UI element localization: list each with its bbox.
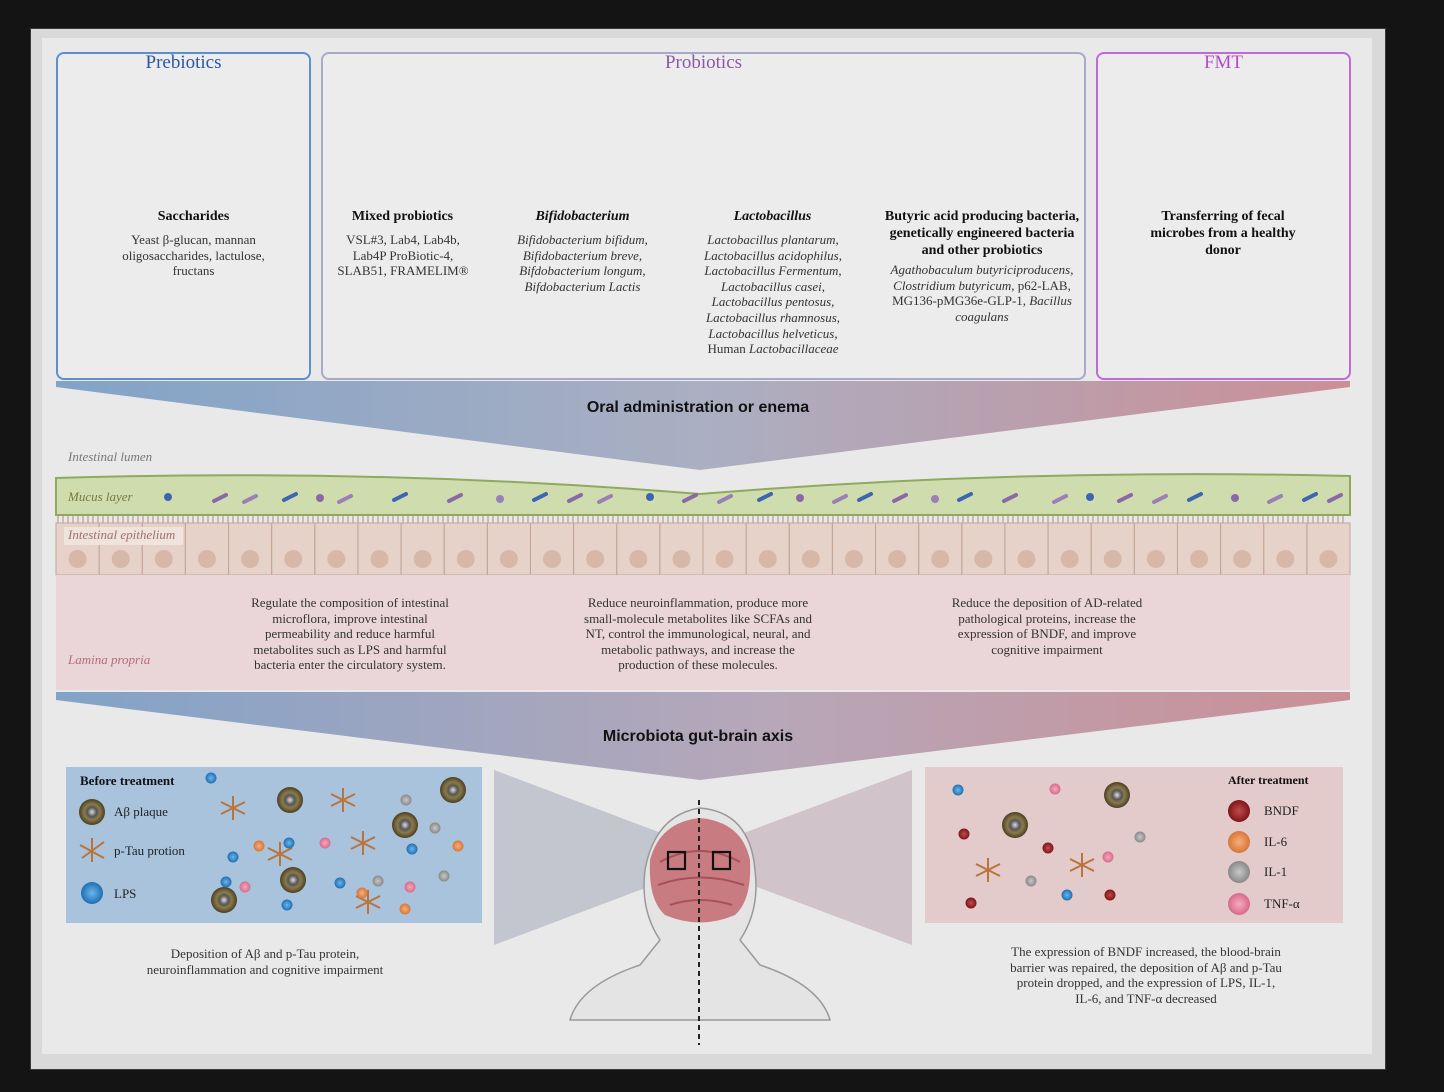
before-legend-ptau: p-Tau protion (114, 843, 185, 858)
ptau-marker (330, 788, 356, 812)
after-caption: The expression of BNDF increased, the bl… (1010, 944, 1282, 1006)
after-box (925, 767, 1343, 923)
cytokine-dot (399, 903, 411, 915)
fmt-heading: Transferring of fecal microbes from a he… (1150, 209, 1296, 258)
saccharides-desc: Yeast β-glucan, mannan oligosaccharides,… (122, 232, 265, 279)
route-label: Oral administration or enema (586, 399, 810, 416)
probiotics-box (321, 52, 1086, 380)
lactobacillus-desc: Lactobacillus plantarum, Lactobacillus a… (695, 232, 851, 357)
bifidobacterium-desc: Bifidobacterium bifidum, Bifidobacterium… (517, 232, 648, 294)
before-legend-plaque: Aβ plaque (114, 804, 168, 819)
prebiotics-title: Prebiotics (145, 52, 222, 73)
cytokine-dot (400, 794, 412, 806)
ptau-marker (1069, 853, 1095, 877)
cytokine-dot (438, 870, 450, 882)
cytokine-dot (372, 875, 384, 887)
head-illustration (569, 800, 831, 1045)
plaque-marker (1002, 812, 1028, 838)
cytokine-dot (958, 828, 970, 840)
cytokine-dot (404, 881, 416, 893)
route-funnel (56, 381, 1350, 470)
saccharides-heading: Saccharides (157, 209, 230, 224)
butyric-heading: Butyric acid producing bacteria, genetic… (884, 209, 1080, 258)
cytokine-dot (1025, 875, 1037, 887)
cytokine-dot (319, 837, 331, 849)
cytokine-dot (406, 843, 418, 855)
before-legend-lps: LPS (114, 886, 137, 901)
bifidobacterium-heading: Bifidobacterium (535, 209, 630, 224)
cytokine-dot (452, 840, 464, 852)
lactobacillus-tail-prefix: Human (707, 341, 749, 357)
cytokine-dot (205, 772, 217, 784)
after-legend-tnf: TNF-α (1264, 896, 1300, 911)
after-legend-bndf: BNDF (1264, 803, 1299, 818)
cytokine-dot (1104, 889, 1116, 901)
cytokine-dot (334, 877, 346, 889)
cytokine-dot (1061, 889, 1073, 901)
epithelium-label: Intestinal epithelium (64, 527, 184, 545)
lamina-propria-band (56, 575, 1350, 690)
prebiotics-box (56, 52, 311, 380)
plaque-marker (392, 812, 418, 838)
lactobacillus-heading: Lactobacillus (733, 209, 812, 224)
cytokine-dot (356, 887, 368, 899)
before-particles (205, 772, 466, 915)
effect-text-2: Reduce neuroinflammation, produce more s… (584, 595, 812, 673)
ptau-marker (220, 796, 246, 820)
zoom-cone-right (725, 770, 912, 945)
butyric-italic-1: Agathobaculum butyriciproducens, Clostri… (890, 262, 1074, 293)
plaque-marker (1104, 782, 1130, 808)
before-caption: Deposition of Aβ and p-Tau protein, neur… (146, 946, 384, 977)
fmt-title: FMT (1203, 52, 1244, 73)
probiotics-title: Probiotics (664, 52, 743, 73)
cytokine-dot (1042, 842, 1054, 854)
butyric-desc: Agathobaculum butyriciproducens, Clostri… (880, 262, 1084, 324)
mixed-probiotics-heading: Mixed probiotics (351, 209, 454, 224)
before-title: Before treatment (80, 773, 175, 788)
effect-text-1: Regulate the composition of intestinal m… (251, 595, 449, 673)
mucus-bacteria (164, 492, 1343, 504)
cytokine-dot (281, 899, 293, 911)
lumen-label: Intestinal lumen (68, 449, 153, 464)
after-legend-markers (1228, 800, 1250, 915)
ptau-marker (350, 831, 376, 855)
lamina-label: Lamina propria (68, 652, 151, 667)
cytokine-dot (1134, 831, 1146, 843)
mixed-probiotics-desc: VSL#3, Lab4, Lab4b, Lab4P ProBiotic-4, S… (337, 232, 469, 279)
mucus-layer-shape (55, 473, 1351, 516)
cytokine-dot (952, 784, 964, 796)
after-legend-il6: IL-6 (1264, 834, 1288, 849)
lactobacillus-tail-italic: Lactobacillaceae (749, 341, 839, 357)
cytokine-dot (1049, 783, 1061, 795)
cytokine-dot (1102, 851, 1114, 863)
plaque-marker (277, 787, 303, 813)
plaque-marker (211, 887, 237, 913)
butyric-plain: p62-LAB, MG136-pMG36e-GLP-1, (892, 277, 1071, 309)
after-particles (952, 782, 1146, 909)
cytokine-dot (239, 881, 251, 893)
ptau-marker (975, 858, 1001, 882)
before-legend-markers (79, 799, 105, 904)
fmt-box (1096, 52, 1351, 380)
lactobacillus-species: Lactobacillus plantarum, Lactobacillus a… (704, 232, 842, 341)
after-legend-il1: IL-1 (1264, 864, 1288, 879)
plaque-marker (280, 867, 306, 893)
cytokine-dot (253, 840, 265, 852)
butyric-italic-2: Bacillus coagulans (955, 293, 1072, 324)
axis-funnel (56, 692, 1350, 780)
cytokine-dot (965, 897, 977, 909)
cytokine-dot (227, 851, 239, 863)
cytokine-dot (429, 822, 441, 834)
cytokine-dot (220, 876, 232, 888)
after-title: After treatment (1228, 773, 1309, 787)
axis-label: Microbiota gut-brain axis (602, 728, 794, 745)
cytokine-dot (283, 837, 295, 849)
effect-text-3: Reduce the deposition of AD-related path… (951, 595, 1143, 657)
plaque-marker (440, 777, 466, 803)
microvilli (57, 515, 1344, 523)
zoom-cone-left (494, 770, 680, 945)
ptau-marker (267, 842, 293, 866)
mucus-label: Mucus layer (68, 489, 133, 504)
